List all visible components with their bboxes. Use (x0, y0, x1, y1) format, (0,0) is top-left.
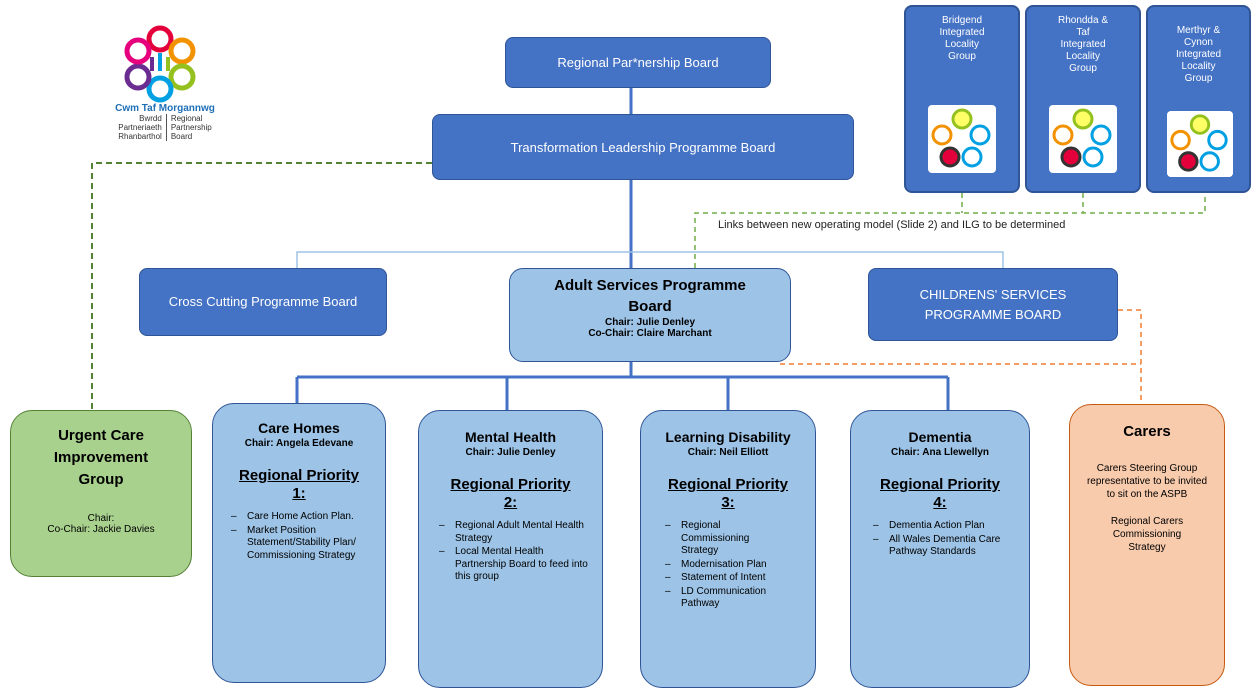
ilg-emblem-icon (1167, 111, 1233, 177)
group-priority: Regional Priority 2: (450, 476, 571, 511)
group-title: Dementia (908, 429, 972, 445)
ilg-line: Group (1184, 73, 1213, 84)
urgent-care-group[interactable]: Urgent Care Improvement Group Chair: Co-… (10, 410, 192, 577)
ilg-line: Group (948, 51, 976, 62)
ilg-emblem-icon (1049, 105, 1117, 173)
group-item: Modernisation Plan (665, 559, 775, 572)
childrens-services-board[interactable]: CHILDRENS' SERVICES PROGRAMME BOARD (868, 268, 1118, 341)
logo-cy-line: Rhanbarthol (118, 132, 162, 141)
group-item: LD Communication Pathway (665, 586, 775, 611)
ilg-line: Integrated (1060, 39, 1106, 50)
logo-en-line: Board (170, 132, 193, 141)
ilg-line: Cynon (1184, 37, 1213, 48)
group-priority: Regional Priority 4: (879, 476, 1001, 511)
group-item: Local Mental Health Partnership Board to… (439, 546, 588, 584)
logo-en-line: Partnership (170, 123, 212, 132)
ilg-line: Group (1069, 63, 1097, 74)
ilg-line: Locality (945, 39, 979, 50)
ilg-rhondda-taf[interactable]: Rhondda & Taf Integrated Locality Group (1025, 5, 1141, 193)
ilg-emblem-icon (928, 105, 996, 173)
logo-emblem-icon (124, 25, 196, 103)
ilg-line: Locality (1181, 61, 1216, 72)
logo-cy-line: Partneriaeth (118, 123, 162, 132)
group-item: Care Home Action Plan. (231, 511, 371, 524)
ilg-line: Taf (1076, 27, 1090, 38)
ilg-bridgend[interactable]: Bridgend Integrated Locality Group (904, 5, 1020, 193)
urgent-cochair: Co-Chair: Jackie Davies (47, 524, 155, 535)
cwm-taf-logo: Cwm Taf Morgannwg Bwrdd Partneriaeth Rha… (95, 25, 235, 155)
links-note: Links between new operating model (Slide… (718, 219, 1066, 231)
learning-disability-group[interactable]: Learning Disability Chair: Neil Elliott … (640, 410, 816, 688)
carers-group[interactable]: Carers Carers Steering Group representat… (1069, 404, 1225, 686)
group-title: Learning Disability (665, 429, 791, 445)
adult-chair: Chair: Julie Denley (604, 317, 696, 328)
adult-services-board[interactable]: Adult Services Programme Board Chair: Ju… (509, 268, 791, 362)
group-title: Care Homes (258, 420, 340, 436)
tlpb-label: Transformation Leadership Programme Boar… (510, 139, 776, 155)
group-chair: Chair: Ana Llewellyn (891, 447, 989, 458)
dementia-group[interactable]: Dementia Chair: Ana Llewellyn Regional P… (850, 410, 1030, 688)
ilg-line: Bridgend (941, 15, 983, 26)
ilg-line: Rhondda & (1057, 15, 1109, 26)
group-title: Mental Health (464, 429, 556, 445)
group-priority: Regional Priority 3: (667, 476, 789, 511)
ilg-line: Merthyr & (1176, 25, 1221, 36)
group-item: Market Position Statement/Stability Plan… (231, 525, 371, 563)
urgent-chair: Chair: (87, 513, 115, 524)
carers-title: Carers (1123, 423, 1171, 440)
group-item: Statement of Intent (665, 572, 775, 585)
group-item: Regional Commissioning Strategy (665, 520, 775, 558)
logo-name: Cwm Taf Morgannwg (115, 103, 215, 114)
group-item: Regional Adult Mental Health Strategy (439, 520, 588, 545)
adult-title: Adult Services Programme Board (554, 277, 746, 315)
group-chair: Chair: Neil Elliott (687, 447, 769, 458)
carers-text1: Carers Steering Group representative to … (1086, 463, 1208, 500)
transformation-leadership-board[interactable]: Transformation Leadership Programme Boar… (432, 114, 854, 180)
cross-cutting-board[interactable]: Cross Cutting Programme Board (139, 268, 387, 336)
mental-health-group[interactable]: Mental Health Chair: Julie Denley Region… (418, 410, 603, 688)
group-chair: Chair: Angela Edevane (244, 438, 354, 449)
care-homes-group[interactable]: Care Homes Chair: Angela Edevane Regiona… (212, 403, 386, 683)
rpb-label: Regional Par*nership Board (557, 55, 719, 70)
carers-text2: Regional Carers Commissioning Strategy (1110, 516, 1184, 553)
adult-cochair: Co-Chair: Claire Marchant (588, 328, 712, 339)
ilg-line: Integrated (1175, 49, 1222, 60)
group-chair: Chair: Julie Denley (465, 447, 556, 458)
group-item: All Wales Dementia Care Pathway Standard… (873, 534, 1003, 559)
regional-partnership-board[interactable]: Regional Par*nership Board (505, 37, 771, 88)
ilg-merthyr-cynon[interactable]: Merthyr & Cynon Integrated Locality Grou… (1146, 5, 1251, 193)
urgent-title: Urgent Care Improvement Group (53, 427, 149, 488)
group-item: Dementia Action Plan (873, 520, 1003, 533)
ilg-line: Locality (1066, 51, 1100, 62)
logo-en-line: Regional (170, 114, 203, 123)
group-priority: Regional Priority 1: (238, 467, 360, 502)
logo-cy-line: Bwrdd (139, 114, 162, 123)
cross-cutting-label: Cross Cutting Programme Board (168, 294, 358, 309)
ilg-line: Integrated (939, 27, 985, 38)
childrens-label: CHILDRENS' SERVICES PROGRAMME BOARD (919, 286, 1067, 322)
